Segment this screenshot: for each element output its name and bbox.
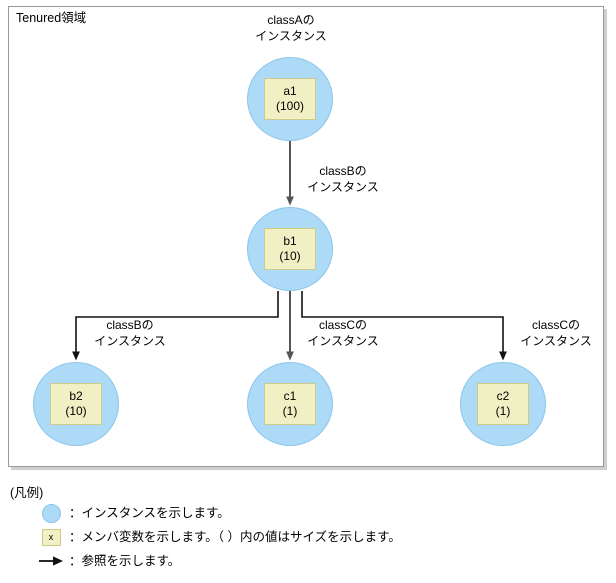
legend-row-member: x ：メンバ変数を示します。（ ）内の値はサイズを示します。 <box>38 525 608 549</box>
edge-label-b1-line2: インスタンス <box>307 180 379 194</box>
edge-label-c1-line1: classCの <box>318 318 367 332</box>
edge-label-b1-line1: classBの <box>319 164 367 178</box>
instance-node-c1[interactable]: c1 (1) <box>247 362 333 446</box>
instance-node-c2[interactable]: c2 (1) <box>460 362 546 446</box>
legend-row-reference: ：参照を示します。 <box>38 549 608 573</box>
instance-node-a1[interactable]: a1 (100) <box>247 57 333 141</box>
member-name-c1: c1 <box>283 389 297 403</box>
region-title: Tenured領域 <box>16 11 87 25</box>
legend-text-member: ：メンバ変数を示します。（ ）内の値はサイズを示します。 <box>69 530 401 544</box>
legend-text-reference: ：参照を示します。 <box>69 554 181 568</box>
edge-label-c2: classCの インスタンス <box>511 317 601 349</box>
legend-row-instance: ：インスタンスを示します。 <box>38 501 608 525</box>
instance-node-b1[interactable]: b1 (10) <box>247 207 333 291</box>
member-name-c2: c2 <box>496 389 510 403</box>
member-square-icon-text: x <box>41 528 61 546</box>
edge-label-b1: classBの インスタンス <box>298 163 388 195</box>
edge-label-a1: classAの インスタンス <box>247 12 335 44</box>
member-box-a1: a1 (100) <box>264 78 316 120</box>
member-box-b1: b1 (10) <box>264 228 316 270</box>
edge-label-c2-line2: インスタンス <box>520 334 592 348</box>
member-square-icon: x <box>38 528 64 546</box>
member-name-a1: a1 <box>283 84 297 98</box>
member-size-a1: (100) <box>275 99 304 113</box>
edge-label-c1: classCの インスタンス <box>298 317 388 349</box>
member-name-b1: b1 <box>283 234 297 248</box>
legend-text-instance: ：インスタンスを示します。 <box>69 506 230 520</box>
edge-label-c2-line1: classCの <box>531 318 580 332</box>
edge-label-a1-line2: インスタンス <box>255 29 327 43</box>
legend-title: (凡例) <box>10 486 44 500</box>
member-name-b2: b2 <box>69 389 83 403</box>
instance-circle-icon <box>38 503 64 523</box>
reference-arrow-icon <box>38 555 64 567</box>
instance-node-b2[interactable]: b2 (10) <box>33 362 119 446</box>
edge-label-a1-line1: classAの <box>267 13 315 27</box>
edge-label-c1-line2: インスタンス <box>307 334 379 348</box>
member-box-b2: b2 (10) <box>50 383 102 425</box>
edge-label-b2-line2: インスタンス <box>94 334 166 348</box>
member-size-b2: (10) <box>65 404 87 418</box>
member-box-c1: c1 (1) <box>264 383 316 425</box>
edge-label-b2: classBの インスタンス <box>85 317 175 349</box>
member-size-c1: (1) <box>282 404 298 418</box>
legend: (凡例) ：インスタンスを示します。 x ：メンバ変数を示します。（ ）内の値は… <box>8 485 608 573</box>
member-size-b1: (10) <box>279 249 301 263</box>
edge-label-b2-line1: classBの <box>106 318 154 332</box>
member-size-c2: (1) <box>495 404 511 418</box>
member-box-c2: c2 (1) <box>477 383 529 425</box>
